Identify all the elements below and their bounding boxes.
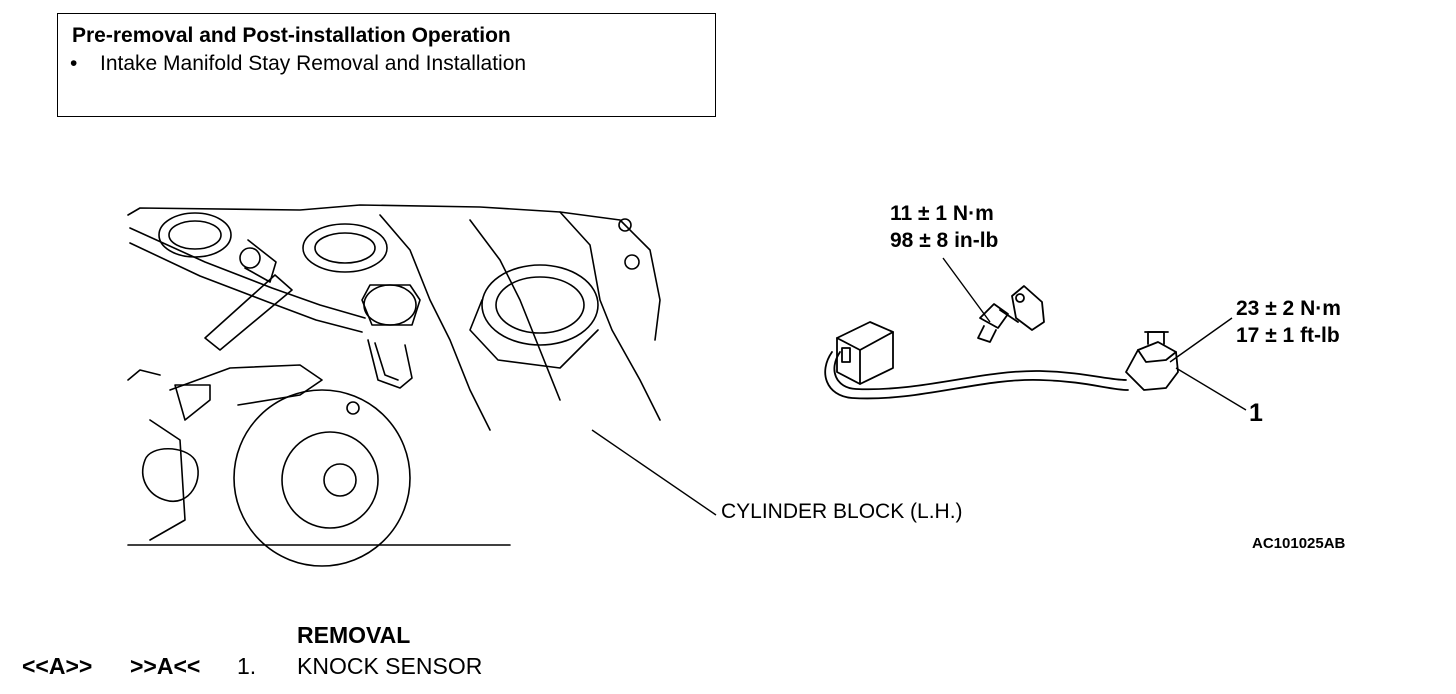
removal-item-number: 1.	[237, 653, 257, 679]
operation-title: Pre-removal and Post-installation Operat…	[72, 24, 511, 47]
knock-sensor-part	[824, 285, 1179, 400]
removal-item-name: KNOCK SENSOR	[297, 653, 483, 679]
operation-box: Pre-removal and Post-installation Operat…	[57, 13, 716, 117]
operation-item: • Intake Manifold Stay Removal and Instal…	[70, 52, 526, 76]
part-number-leader	[1175, 367, 1247, 411]
removal-ref-code: <<A>>	[22, 653, 93, 679]
cylinder-block-leader	[591, 429, 717, 516]
sensor-torque-metric: 23 ± 2 N·m	[1236, 297, 1341, 320]
figure-id: AC101025AB	[1252, 535, 1346, 552]
sensor-torque-leader	[1169, 317, 1233, 363]
cylinder-block-label: CYLINDER BLOCK (L.H.)	[721, 500, 963, 523]
removal-title: REMOVAL	[297, 622, 411, 648]
engine-illustration	[127, 204, 661, 567]
sensor-torque-spec: 23 ± 2 N·m 17 ± 1 ft-lb	[1236, 295, 1341, 349]
bolt-torque-spec: 11 ± 1 N·m 98 ± 8 in-lb	[890, 200, 998, 254]
sensor-torque-imperial: 17 ± 1 ft-lb	[1236, 324, 1340, 347]
bolt-torque-metric: 11 ± 1 N·m	[890, 202, 994, 225]
bolt-torque-imperial: 98 ± 8 in-lb	[890, 229, 999, 252]
part-number-callout: 1	[1249, 399, 1263, 427]
bolt-torque-leader	[942, 257, 991, 323]
installation-ref-code: >>A<<	[130, 653, 201, 679]
bullet-icon: •	[70, 52, 78, 75]
operation-item-text: Intake Manifold Stay Removal and Install…	[100, 52, 527, 75]
